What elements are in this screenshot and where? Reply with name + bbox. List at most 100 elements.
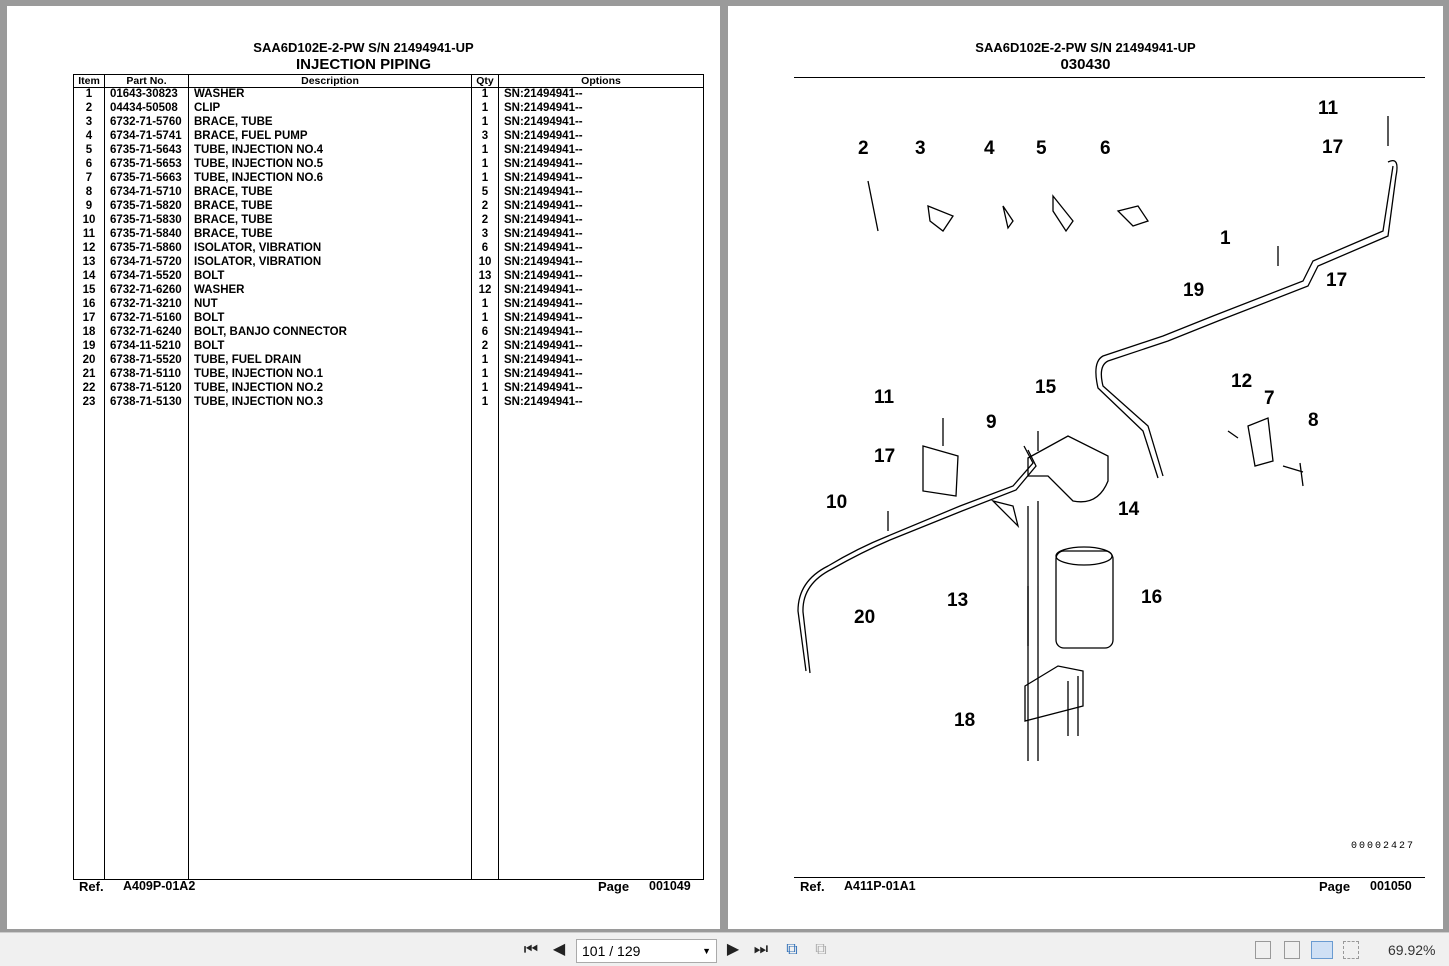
ref-value: A409P-01A2 <box>123 879 196 893</box>
page-selector[interactable]: 101 / 129▼ <box>576 939 717 963</box>
part-number-cell: 6732-71-5160 <box>104 311 189 326</box>
continuous-view-icon[interactable] <box>1284 941 1300 959</box>
item-cell: 6 <box>73 157 105 172</box>
qty-cell: 6 <box>471 241 499 256</box>
part-number-cell: 6738-71-5520 <box>104 353 189 368</box>
item-cell: 22 <box>73 381 105 396</box>
options-cell: SN:21494941-- <box>498 255 704 270</box>
options-cell: SN:21494941-- <box>498 381 704 396</box>
single-page-view-icon[interactable] <box>1255 941 1271 959</box>
ref-value: A411P-01A1 <box>844 879 916 893</box>
callout-label: 3 <box>915 138 926 159</box>
options-cell: SN:21494941-- <box>498 87 704 102</box>
page-label: Page <box>1319 879 1351 894</box>
page-number: 001050 <box>1370 879 1412 893</box>
part-number-cell: 6732-71-6240 <box>104 325 189 340</box>
qty-cell: 13 <box>471 269 499 284</box>
part-number-cell: 6732-71-5760 <box>104 115 189 130</box>
previous-page-button[interactable]: ◀ <box>552 941 566 958</box>
last-page-button[interactable]: ⏭ <box>753 941 769 958</box>
part-number-cell: 6734-11-5210 <box>104 339 189 354</box>
qty-cell: 3 <box>471 227 499 242</box>
viewer-toolbar: ⏮ ◀ 101 / 129▼ ▶ ⏭ ⧉ ⧉ 69.92% <box>0 932 1449 966</box>
description-cell: BRACE, TUBE <box>188 115 472 130</box>
item-cell: 9 <box>73 199 105 214</box>
part-number-cell: 6735-71-5840 <box>104 227 189 242</box>
description-cell: BOLT <box>188 339 472 354</box>
qty-cell: 3 <box>471 129 499 144</box>
callout-label: 15 <box>1035 377 1057 398</box>
options-cell: SN:21494941-- <box>498 227 704 242</box>
drawing-stamp: 00002427 <box>1350 841 1415 852</box>
part-number-cell: 6738-71-5120 <box>104 381 189 396</box>
options-cell: SN:21494941-- <box>498 311 704 326</box>
continuous-facing-view-icon[interactable] <box>1343 941 1359 959</box>
item-cell: 18 <box>73 325 105 340</box>
qty-cell: 1 <box>471 381 499 396</box>
first-page-button[interactable]: ⏮ <box>523 941 539 958</box>
go-back-view-icon[interactable]: ⧉ <box>786 941 798 958</box>
item-cell: 2 <box>73 101 105 116</box>
part-number-cell: 6735-71-5653 <box>104 157 189 172</box>
callout-label: 8 <box>1308 410 1319 431</box>
zoom-level[interactable]: 69.92% <box>1388 942 1436 958</box>
item-cell: 20 <box>73 353 105 368</box>
description-cell: BOLT, BANJO CONNECTOR <box>188 325 472 340</box>
header-rule <box>794 77 1425 78</box>
options-cell: SN:21494941-- <box>498 241 704 256</box>
column-header: Qty <box>471 74 499 88</box>
description-cell: BRACE, FUEL PUMP <box>188 129 472 144</box>
callout-label: 2 <box>858 138 869 159</box>
description-cell: BOLT <box>188 311 472 326</box>
part-number-cell: 6734-71-5720 <box>104 255 189 270</box>
item-cell: 12 <box>73 241 105 256</box>
options-cell: SN:21494941-- <box>498 129 704 144</box>
next-page-button[interactable]: ▶ <box>726 941 740 958</box>
qty-cell: 10 <box>471 255 499 270</box>
description-cell: TUBE, INJECTION NO.2 <box>188 381 472 396</box>
part-number-cell: 04434-50508 <box>104 101 189 116</box>
item-cell: 8 <box>73 185 105 200</box>
qty-cell: 1 <box>471 171 499 186</box>
callout-label: 17 <box>1326 270 1348 291</box>
callout-label: 16 <box>1141 587 1163 608</box>
options-cell: SN:21494941-- <box>498 367 704 382</box>
page-display: 101 / 129 <box>582 943 641 959</box>
item-cell: 14 <box>73 269 105 284</box>
item-cell: 5 <box>73 143 105 158</box>
description-cell: BRACE, TUBE <box>188 199 472 214</box>
facing-pages-view-icon[interactable] <box>1311 941 1333 959</box>
description-cell: BRACE, TUBE <box>188 185 472 200</box>
callout-label: 7 <box>1264 388 1275 409</box>
item-cell: 4 <box>73 129 105 144</box>
callout-label: 17 <box>874 446 896 467</box>
options-cell: SN:21494941-- <box>498 101 704 116</box>
description-cell: TUBE, INJECTION NO.3 <box>188 395 472 410</box>
part-number-cell: 6734-71-5710 <box>104 185 189 200</box>
callout-label: 6 <box>1100 138 1111 159</box>
callout-label: 17 <box>1322 137 1344 158</box>
options-cell: SN:21494941-- <box>498 213 704 228</box>
exploded-parts-diagram <box>797 116 1398 761</box>
qty-cell: 1 <box>471 143 499 158</box>
description-cell: WASHER <box>188 87 472 102</box>
part-number-cell: 6735-71-5820 <box>104 199 189 214</box>
options-cell: SN:21494941-- <box>498 283 704 298</box>
callout-label: 5 <box>1036 138 1047 159</box>
item-cell: 17 <box>73 311 105 326</box>
part-number-cell: 6735-71-5643 <box>104 143 189 158</box>
go-forward-view-icon[interactable]: ⧉ <box>815 941 827 958</box>
description-cell: ISOLATOR, VIBRATION <box>188 255 472 270</box>
description-cell: BRACE, TUBE <box>188 227 472 242</box>
